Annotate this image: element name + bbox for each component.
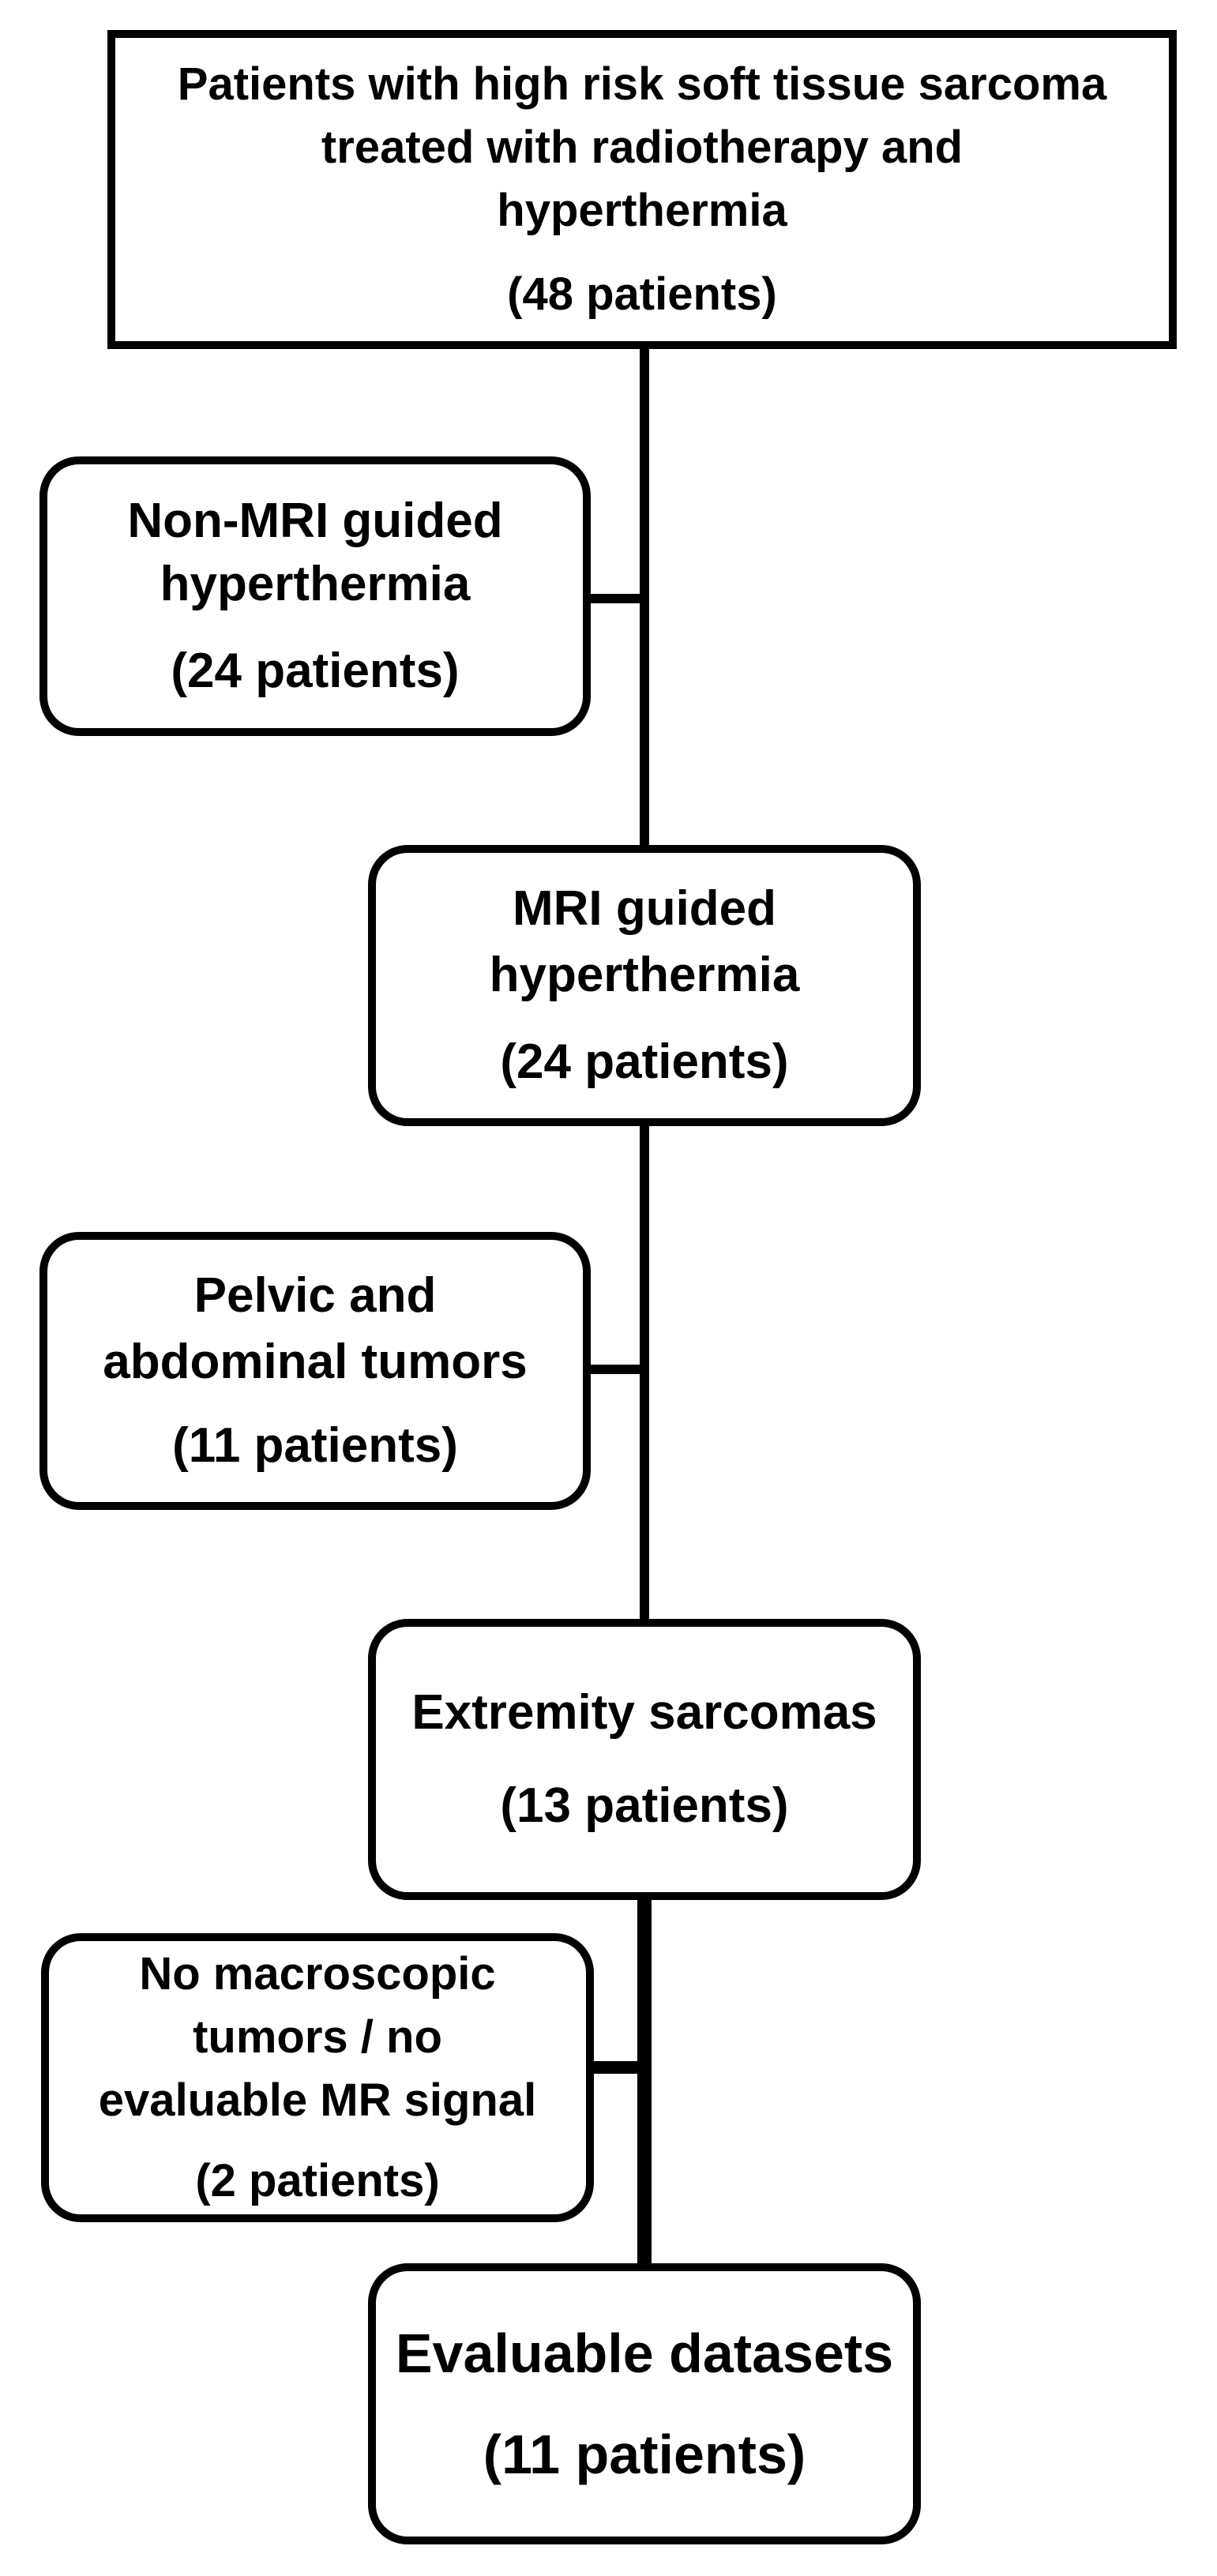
box-all-patients-line-1: Patients with high risk soft tissue sarc… [177, 58, 1107, 110]
box-evaluable-line-1: Evaluable datasets [395, 2323, 894, 2384]
box-non-mri-count: (24 patients) [171, 644, 460, 698]
box-no-macroscopic-tumors: No macroscopic tumors / no evaluable MR … [41, 1933, 594, 2222]
box-no-macro-line-1: No macroscopic [139, 1948, 496, 2000]
box-pelvic-line-1: Pelvic and [193, 1268, 437, 1323]
box-pelvic-count: (11 patients) [172, 1418, 458, 1473]
box-all-patients-line-3: hyperthermia [497, 185, 787, 236]
box-mri-guided: MRI guided hyperthermia (24 patients) [368, 845, 921, 1126]
box-evaluable-datasets: Evaluable datasets (11 patients) [368, 2263, 921, 2544]
box-mri-line-1: MRI guided [512, 881, 777, 936]
box-all-patients: Patients with high risk soft tissue sarc… [107, 30, 1177, 349]
box-non-mri-line-1: Non-MRI guided [127, 494, 503, 548]
box-all-patients-line-2: treated with radiotherapy and [321, 122, 963, 173]
box-mri-line-2: hyperthermia [489, 948, 800, 1002]
box-non-mri-guided: Non-MRI guided hyperthermia (24 patients… [39, 456, 591, 736]
box-extremity-count: (13 patients) [500, 1778, 789, 1833]
box-mri-count: (24 patients) [500, 1035, 789, 1089]
box-evaluable-count: (11 patients) [483, 2424, 806, 2485]
box-non-mri-line-2: hyperthermia [160, 557, 471, 611]
box-no-macro-line-3: evaluable MR signal [98, 2075, 537, 2126]
box-pelvic-abdominal: Pelvic and abdominal tumors (11 patients… [39, 1232, 591, 1510]
box-extremity-line-1: Extremity sarcomas [411, 1685, 877, 1740]
box-all-patients-count: (48 patients) [507, 268, 777, 320]
box-pelvic-line-2: abdominal tumors [103, 1335, 528, 1389]
box-no-macro-line-2: tumors / no [193, 2011, 442, 2063]
box-extremity-sarcomas: Extremity sarcomas (13 patients) [368, 1619, 921, 1900]
box-no-macro-count: (2 patients) [195, 2155, 440, 2206]
